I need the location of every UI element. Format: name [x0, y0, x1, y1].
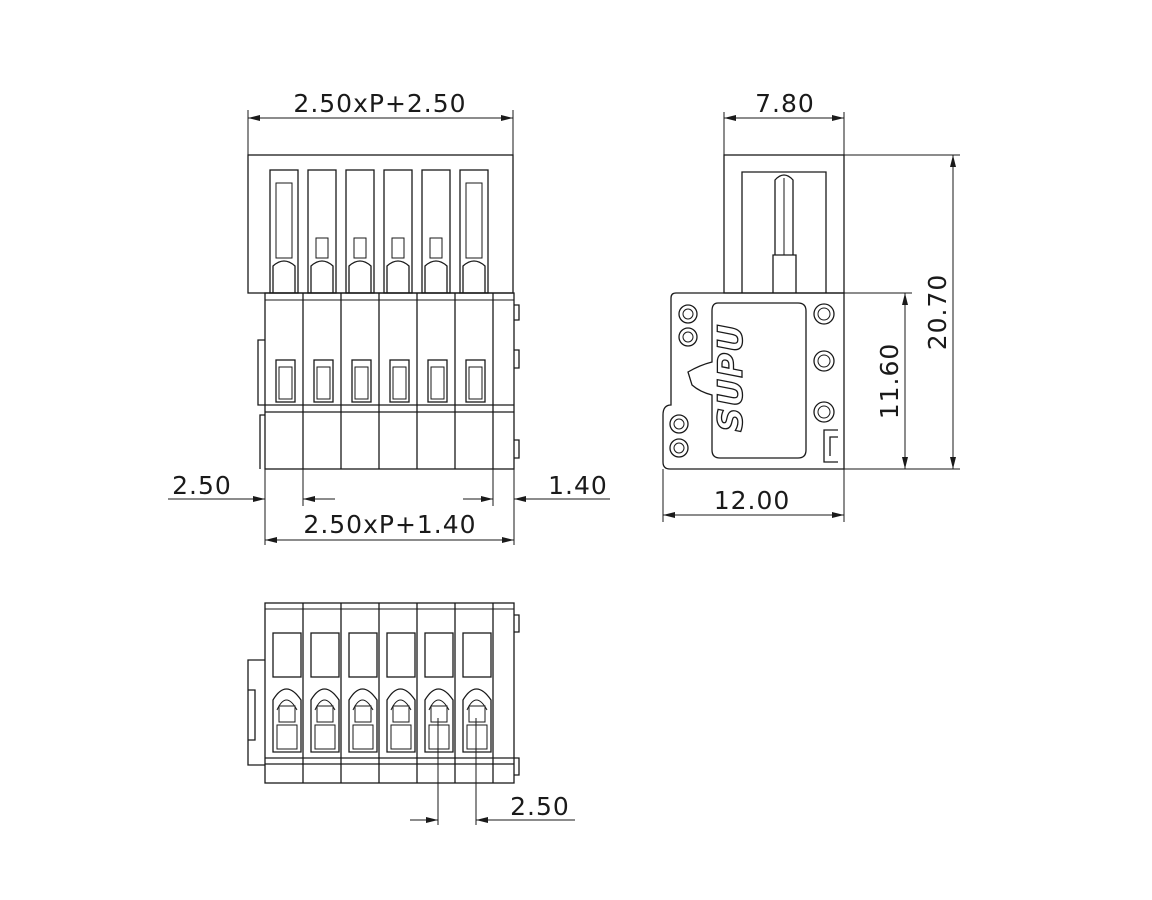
bottom-pole-cell — [302, 603, 340, 783]
front-bottom-width-label: 2.50xP+1.40 — [303, 510, 476, 539]
bottom-pole-cell — [340, 603, 378, 783]
side-view: SUPU 7.80 20.70 11.60 12.00 — [662, 89, 960, 522]
front-pole-cell — [454, 293, 486, 469]
front-top-slot — [383, 169, 413, 294]
front-top-slot — [345, 169, 375, 294]
front-view: 2.50xP+2.50 2.50 1.40 2.50xP+1.40 — [168, 89, 610, 545]
front-top-width-label: 2.50xP+2.50 — [293, 89, 466, 118]
front-pitch-label: 2.50 — [172, 471, 232, 500]
front-top-slot — [269, 169, 299, 294]
front-top-slot — [459, 169, 489, 294]
front-top-slot — [307, 169, 337, 294]
front-pole-cell — [340, 293, 372, 469]
bottom-pole-cell — [378, 603, 416, 783]
side-body-height-label: 11.60 — [875, 343, 904, 420]
bottom-pole-cell — [272, 632, 302, 753]
front-top-slot — [421, 169, 451, 294]
front-pole-cell — [416, 293, 448, 469]
bottom-pole-cell — [454, 603, 492, 783]
side-total-height-label: 20.70 — [923, 274, 952, 351]
bottom-view: 2.50 — [247, 602, 575, 825]
front-pole-cell — [275, 359, 296, 403]
bottom-pitch-label: 2.50 — [510, 792, 570, 821]
front-pole-cell — [302, 293, 334, 469]
front-edge-label: 1.40 — [548, 471, 608, 500]
front-pole-cell — [378, 293, 410, 469]
side-body-width-label: 12.00 — [714, 486, 791, 515]
side-top-width-label: 7.80 — [755, 89, 815, 118]
logo-text: SUPU — [711, 323, 751, 432]
bottom-pole-cell — [416, 603, 454, 783]
